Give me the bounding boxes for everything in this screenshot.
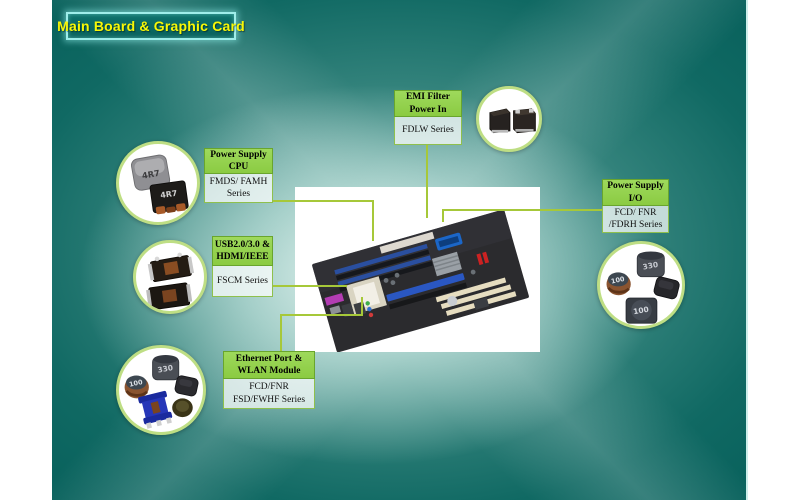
callout-series: FCD/ FNR /FDRH Series xyxy=(602,206,669,233)
callout-series-line: FSD/FWHF Series xyxy=(232,394,306,405)
svg-text:100: 100 xyxy=(610,275,625,286)
svg-text:4R7: 4R7 xyxy=(141,168,161,181)
page-title-box: Main Board & Graphic Card xyxy=(57,12,245,40)
emi-filter-cube xyxy=(489,108,511,134)
callout-series-line: FDLW Series xyxy=(402,125,454,136)
callout-header-line: USB2.0/3.0 & xyxy=(214,239,271,250)
component-photo-io-inductors: 330 100 100 xyxy=(597,241,685,329)
callout-header-line: CPU xyxy=(228,162,249,172)
callout-header-line: EMI Filter xyxy=(405,92,451,103)
smd-inductor-100: 100 xyxy=(606,272,631,296)
callout-series-line: FCD/FNR xyxy=(249,382,289,393)
callout-ethernet-wlan: Ethernet Port & WLAN Module FCD/FNR FSD/… xyxy=(223,351,315,409)
chipset-heatsink xyxy=(431,251,462,277)
pcie-slot xyxy=(386,273,468,310)
callout-series: FSCM Series xyxy=(212,266,273,297)
motherboard-photo xyxy=(312,209,529,353)
capacitors xyxy=(383,269,476,285)
callout-series-line: FCD/ FNR xyxy=(614,207,657,218)
drum-inductor-330: 330 xyxy=(636,251,665,278)
flat-square-inductor xyxy=(174,375,199,397)
svg-text:100: 100 xyxy=(633,305,650,317)
smd-inductor-100: 100 xyxy=(124,375,149,399)
page-title: Main Board & Graphic Card xyxy=(57,18,245,34)
callout-power-supply-cpu: Power Supply CPU FMDS/ FAMH Series xyxy=(204,148,273,203)
callout-header: EMI Filter Power In xyxy=(394,90,462,117)
svg-text:100: 100 xyxy=(128,378,143,389)
transformer-module xyxy=(147,252,195,283)
callout-header: Power Supply I/O xyxy=(602,179,669,206)
callout-emi-filter: EMI Filter Power In FDLW Series xyxy=(394,90,462,145)
flat-coil-inductor-4r7: 4R7 xyxy=(149,180,189,215)
callout-series: FDLW Series xyxy=(394,117,462,145)
callout-header-line: Power Supply xyxy=(607,181,664,192)
callout-usb-hdmi: USB2.0/3.0 & HDMI/IEEE FSCM Series xyxy=(212,236,273,297)
callout-series-line: FSCM Series xyxy=(217,275,268,286)
callout-header: Ethernet Port & WLAN Module xyxy=(223,351,315,379)
atx-power-connector xyxy=(435,232,463,251)
emi-filter-cube xyxy=(513,108,536,134)
flat-square-inductor xyxy=(653,276,680,300)
drum-inductor-330: 330 xyxy=(152,355,180,381)
component-photo-cpu-inductors: 4R7 4R7 xyxy=(116,141,200,225)
molded-inductor-4r7: 4R7 xyxy=(131,154,171,191)
component-photo-usb-transformers xyxy=(133,240,207,314)
callout-series: FCD/FNR FSD/FWHF Series xyxy=(223,379,315,409)
callout-header-line: WLAN Module xyxy=(237,366,301,376)
motherboard-photo-frame xyxy=(295,187,540,353)
white-slot xyxy=(379,231,435,254)
callout-header-line: I/O xyxy=(628,193,643,204)
callout-header-line: HDMI/IEEE xyxy=(216,252,269,262)
round-inductor xyxy=(172,398,193,418)
svg-text:330: 330 xyxy=(157,363,174,375)
callout-header: USB2.0/3.0 & HDMI/IEEE xyxy=(212,236,273,266)
callout-series-line: /FDRH Series xyxy=(608,220,663,230)
callout-header-line: Ethernet Port & xyxy=(235,353,303,364)
callout-header-line: Power Supply xyxy=(210,149,267,160)
callout-power-supply-io: Power Supply I/O FCD/ FNR /FDRH Series xyxy=(602,179,669,233)
shielded-inductor-100: 100 xyxy=(625,297,658,324)
callout-series-line: FMDS/ FAMH xyxy=(209,176,268,187)
cmos-battery xyxy=(447,295,458,306)
callout-series: FMDS/ FAMH Series xyxy=(204,174,273,203)
svg-text:4R7: 4R7 xyxy=(160,189,178,200)
callout-header-line: Power In xyxy=(409,104,447,115)
svg-text:330: 330 xyxy=(642,260,659,272)
callout-header: Power Supply CPU xyxy=(204,148,273,174)
bios-chip xyxy=(473,297,490,310)
component-photo-emi-filters xyxy=(476,86,542,152)
blue-bobbin-inductor xyxy=(138,390,173,429)
callout-series-line: Series xyxy=(226,189,251,199)
sata-connectors xyxy=(476,251,490,266)
transformer-module xyxy=(146,282,193,311)
component-photo-ethernet-inductors: 330 100 xyxy=(116,345,206,435)
